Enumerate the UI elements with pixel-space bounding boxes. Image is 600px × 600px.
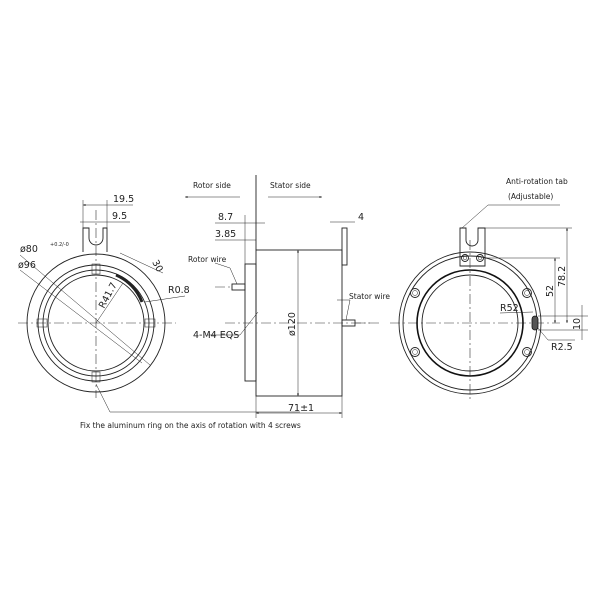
dim-flange-thickness: 3.85 [215,229,236,240]
stator-wire-label: Stator wire [349,292,390,301]
dim-flange-offset: 8.7 [218,212,233,223]
dim-arc-length: 30 [149,258,164,274]
stator-side-label: Stator side [270,181,311,190]
dim-outer-diameter: ø96 [18,260,36,271]
anti-rotation-tab-note: (Adjustable) [508,192,553,201]
dim-tab-width: 19.5 [113,194,134,205]
dim-bore: ø80 [20,244,38,255]
dim-screw-height: 52 [545,285,556,297]
dim-slot-width-right: 10 [572,318,583,330]
dim-body-diameter: ø120 [287,312,298,336]
dim-slot-width: 9.5 [112,211,127,222]
dim-bore-tolerance: +0.2/-0 [50,242,69,248]
dim-body-length: 71±1 [288,403,314,414]
right-view-stator [390,204,588,400]
anti-rotation-tab-label: Anti-rotation tab [506,177,568,186]
rotor-wire-label: Rotor wire [188,255,227,264]
dim-corner-radius: R0.8 [168,285,190,296]
dim-slot-radius: R2.5 [551,342,573,353]
rotor-side-label: Rotor side [193,181,231,190]
side-view-body [185,175,380,418]
left-view-ring [18,200,300,413]
dim-tab-thickness: 4 [358,212,364,223]
dim-arc-radius: R41.7 [97,281,120,311]
dim-ring-radius: R52 [500,303,519,314]
screw-spec: 4-M4 EQS [193,330,239,341]
dim-tab-height: 78.2 [557,266,568,287]
mounting-screw-icon [410,254,532,357]
mounting-note: Fix the aluminum ring on the axis of rot… [80,421,301,430]
